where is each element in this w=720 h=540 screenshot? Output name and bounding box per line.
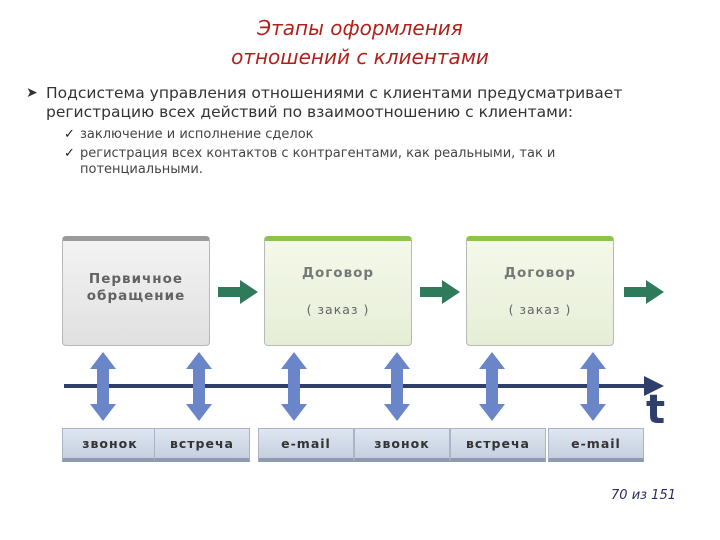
stage-initial-request: Первичное обращение xyxy=(62,236,210,346)
stage-subtitle: ( заказ ) xyxy=(306,302,370,317)
checkmark-icon: ✓ xyxy=(64,127,75,142)
timeline-label: t xyxy=(646,387,666,433)
title-line-2: отношений с клиентами xyxy=(231,45,489,69)
title-line-1: Этапы оформления xyxy=(257,16,463,40)
stage-subtitle: ( заказ ) xyxy=(508,302,572,317)
intro-paragraph: ➤ Подсистема управления отношениями с кл… xyxy=(26,84,686,122)
intro-text: Подсистема управления отношениями с клие… xyxy=(46,84,623,121)
stage-title-line-2: обращение xyxy=(86,288,186,304)
stage-arrow-icon xyxy=(218,280,258,304)
stage-contract-1: Договор ( заказ ) xyxy=(264,236,412,346)
double-arrow-icon xyxy=(90,352,116,421)
contact-box-email: e-mail xyxy=(548,428,644,462)
arrow-bullet-icon: ➤ xyxy=(26,85,38,101)
double-arrow-icon xyxy=(281,352,307,421)
checklist: ✓ заключение и исполнение сделок ✓ регис… xyxy=(64,127,664,178)
page-counter: 70 из 151 xyxy=(611,488,676,503)
timeline-arrowhead-icon xyxy=(644,376,664,396)
checklist-item: ✓ регистрация всех контактов с контраген… xyxy=(64,146,664,178)
checklist-item-text: заключение и исполнение сделок xyxy=(80,127,314,142)
checklist-item: ✓ заключение и исполнение сделок xyxy=(64,127,664,143)
stage-title-line-1: Первичное xyxy=(88,271,184,287)
contact-box-call: звонок xyxy=(62,428,158,462)
contact-box-meeting: встреча xyxy=(450,428,546,462)
double-arrow-icon xyxy=(384,352,410,421)
checklist-item-text: регистрация всех контактов с контрагента… xyxy=(80,146,556,177)
double-arrow-icon xyxy=(479,352,505,421)
stage-contract-2: Договор ( заказ ) xyxy=(466,236,614,346)
checkmark-icon: ✓ xyxy=(64,146,75,161)
slide-title: Этапы оформления отношений с клиентами xyxy=(0,14,720,72)
contact-box-meeting: встреча xyxy=(154,428,250,462)
vertical-arrows xyxy=(90,352,606,421)
double-arrow-icon xyxy=(580,352,606,421)
stage-arrow-icon xyxy=(420,280,460,304)
stage-title: Первичное обращение xyxy=(87,271,186,305)
contact-box-email: e-mail xyxy=(258,428,354,462)
contact-box-call: звонок xyxy=(354,428,450,462)
stage-arrow-icon xyxy=(624,280,664,304)
double-arrow-icon xyxy=(186,352,212,421)
stage-title: Договор xyxy=(301,265,375,281)
stage-title: Договор xyxy=(503,265,577,281)
